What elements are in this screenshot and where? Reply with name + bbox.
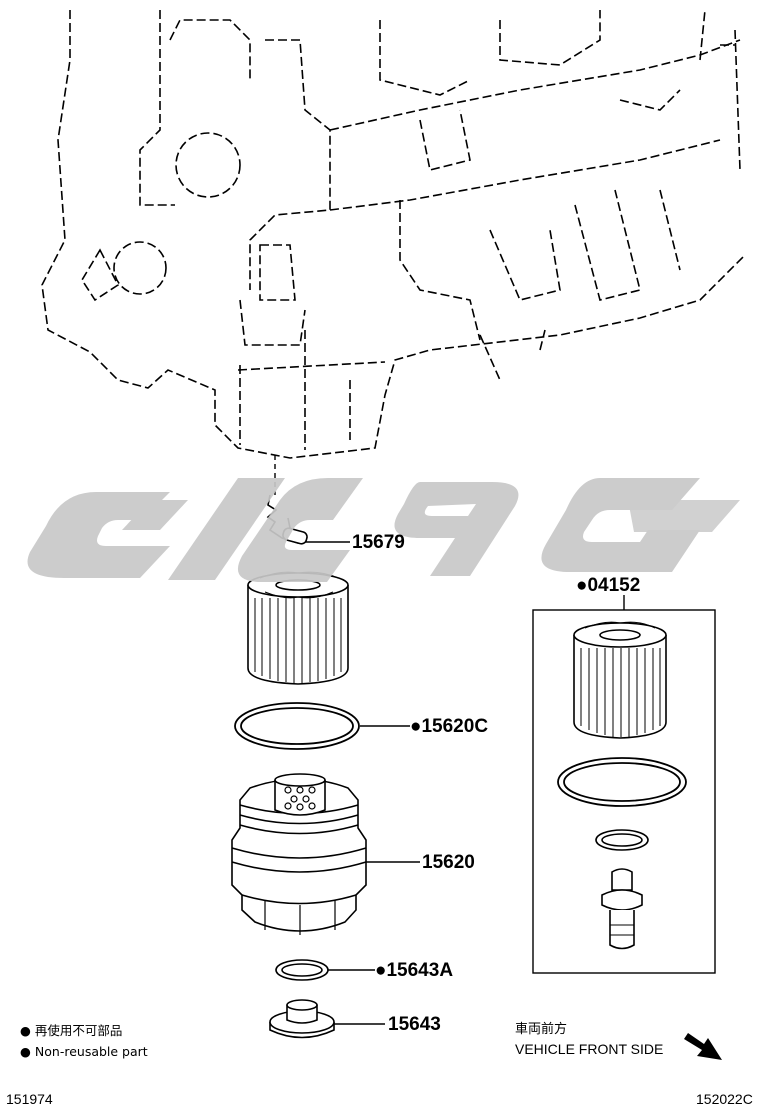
watermark-logo — [27, 478, 740, 582]
legend-en: Non-reusable part — [20, 1044, 148, 1059]
drain-plug-15643 — [269, 999, 335, 1039]
engine-block-outline — [41, 9, 746, 459]
label-15643a: 15643A — [375, 960, 453, 981]
non-reusable-dot-icon — [576, 575, 587, 596]
label-15620: 15620 — [422, 852, 475, 873]
kit-filter-element — [573, 621, 667, 739]
oil-filter-element — [247, 571, 349, 685]
kit-o-ring — [557, 757, 687, 807]
legend-jp: 再使用不可部品 — [20, 1023, 122, 1038]
non-reusable-dot-icon — [375, 960, 386, 981]
vehicle-front-arrow-icon — [684, 1033, 722, 1060]
legend-dot-icon — [20, 1044, 31, 1059]
direction-jp: 車両前方 — [515, 1021, 568, 1036]
label-15643: 15643 — [388, 1014, 441, 1035]
figure-id-right: 152022C — [696, 1091, 753, 1107]
figure-id-left: 151974 — [6, 1091, 53, 1107]
label-15679: 15679 — [352, 532, 405, 553]
kit-drain-fitting — [601, 868, 643, 950]
label-04152: 04152 — [576, 575, 640, 596]
legend-dot-icon — [20, 1023, 31, 1038]
gasket-15643a — [275, 959, 329, 981]
label-15620c: 15620C — [410, 716, 488, 737]
non-reusable-dot-icon — [410, 716, 421, 737]
kit-small-o-ring — [595, 829, 649, 851]
direction-en: VEHICLE FRONT SIDE — [515, 1041, 664, 1057]
o-ring-15620c — [234, 702, 360, 750]
oil-filter-cap-15620 — [231, 773, 367, 935]
